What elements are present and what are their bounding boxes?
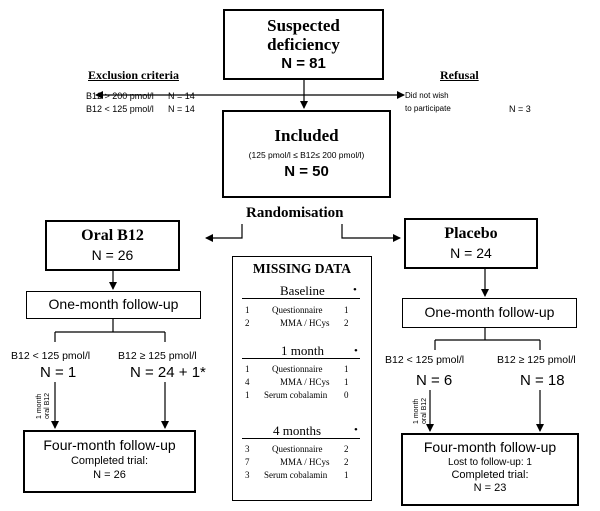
missing-baseline-row-2-label: MMA / HCys [280,318,330,328]
oral-side-note-line2: oral B12 [44,392,51,419]
missing-section-1-month-rule [242,358,360,359]
arrow-to-oral [205,224,243,242]
missing-1-month-row-1-a: 1 [245,364,250,374]
oral-box: Oral B12 N = 26 [45,220,180,271]
oral-completed-label: Completed trial: [70,455,149,467]
placebo-side-note-line1: 1 month [413,398,420,424]
missing-section-4-months: 4 months [273,423,322,438]
missing-data-title: MISSING DATA [252,261,352,276]
missing-4-months-row-3-label: Serum cobalamin [264,470,328,480]
missing-data-box: MISSING DATA [232,256,372,501]
placebo-n: N = 24 [450,245,492,261]
refusal-line-1: Did not wish [405,91,449,100]
missing-1-month-row-3-b: 0 [344,390,349,400]
missing-1-month-row-3-label: Serum cobalamin [264,390,328,400]
placebo-followup1-label: One-month follow-up [424,304,555,320]
missing-baseline-row-2-a: 2 [245,318,250,328]
missing-4-months-row-1-a: 3 [245,444,250,454]
missing-1-month-row-3-a: 1 [245,390,250,400]
exclusion-row-1-n: N = 14 [168,91,195,101]
oral-side-note-line1: 1 month [36,393,43,419]
oral-low-n: N = 1 [40,364,77,381]
oral-high-n: N = 24 + 1* [130,364,206,381]
included-criteria: (125 pmol/l ≤ B12≤ 200 pmol/l) [248,150,365,160]
placebo-side-note-line2: oral B12 [421,397,428,424]
placebo-followup4-label: Four-month follow-up [423,439,557,455]
missing-section-4-months-rule [242,438,360,439]
suspected-n: N = 81 [281,55,326,72]
missing-section-1-month: 1 month [281,343,324,358]
placebo-followup4-box: Four-month follow-up Lost to follow-up: … [401,433,579,506]
missing-4-months-row-2-label: MMA / HCys [280,457,330,467]
oral-title: Oral B12 [81,227,144,244]
suspected-title-line1: Suspected [267,16,340,35]
placebo-title: Placebo [444,225,498,242]
missing-baseline-row-1-a: 1 [245,305,250,315]
placebo-high-n: N = 18 [520,372,565,389]
missing-4-months-row-1-label: Questionnaire [272,444,323,454]
exclusion-row-2-label: B12 < 125 pmol/l [86,104,154,114]
placebo-high-label: B12 ≥ 125 pmol/l [497,354,576,366]
placebo-completed-label: Completed trial: [451,469,529,481]
suspected-box: Suspected deficiency N = 81 [223,9,384,80]
exclusion-row-2-n: N = 14 [168,104,195,114]
oral-followup1-box: One-month follow-up [26,291,201,319]
placebo-low-n: N = 6 [416,372,453,389]
included-title: Included [274,126,339,145]
refusal-n: N = 3 [509,104,531,114]
missing-section-1-month-dot: • [354,345,358,357]
placebo-followup1-box: One-month follow-up [402,298,577,328]
oral-low-label: B12 < 125 pmol/l [11,350,91,362]
missing-1-month-row-1-label: Questionnaire [272,364,323,374]
oral-high-label: B12 ≥ 125 pmol/l [118,350,197,362]
missing-1-month-row-2-label: MMA / HCys [280,377,330,387]
missing-section-baseline: Baseline [280,283,325,298]
refusal-line-2: to participate [405,104,451,113]
missing-section-baseline-dot: • [353,284,357,296]
exclusion-title: Exclusion criteria [88,68,179,82]
refusal-title: Refusal [440,68,479,82]
missing-baseline-row-1-b: 1 [344,305,349,315]
oral-followup1-label: One-month follow-up [48,296,179,312]
included-box: Included (125 pmol/l ≤ B12≤ 200 pmol/l) … [222,110,391,198]
missing-1-month-row-2-b: 1 [344,377,349,387]
missing-4-months-row-2-b: 2 [344,457,349,467]
missing-4-months-row-2-a: 7 [245,457,250,467]
missing-baseline-row-2-b: 2 [344,318,349,328]
suspected-title-line2: deficiency [267,35,340,54]
placebo-lost-label: Lost to follow-up: 1 [448,457,532,468]
oral-completed-n: N = 26 [93,469,126,481]
placebo-box: Placebo N = 24 [404,218,538,269]
missing-4-months-row-1-b: 2 [344,444,349,454]
placebo-completed-n: N = 23 [473,482,507,494]
missing-section-baseline-rule [242,298,360,299]
missing-1-month-row-1-b: 1 [344,364,349,374]
exclusion-row-1-label: B12 > 200 pmol/l [86,91,154,101]
oral-followup4-box: Four-month follow-up Completed trial: N … [23,430,196,493]
included-n: N = 50 [284,163,329,180]
randomisation-label: Randomisation [246,205,344,221]
oral-followup4-label: Four-month follow-up [43,437,176,453]
missing-4-months-row-3-a: 3 [245,470,250,480]
missing-section-4-months-dot: • [354,424,358,436]
missing-baseline-row-1-label: Questionnaire [272,305,323,315]
oral-n: N = 26 [91,247,134,263]
missing-1-month-row-2-a: 4 [245,377,250,387]
placebo-low-label: B12 < 125 pmol/l [385,354,465,366]
arrow-to-placebo [341,224,401,242]
missing-4-months-row-3-b: 1 [344,470,349,480]
